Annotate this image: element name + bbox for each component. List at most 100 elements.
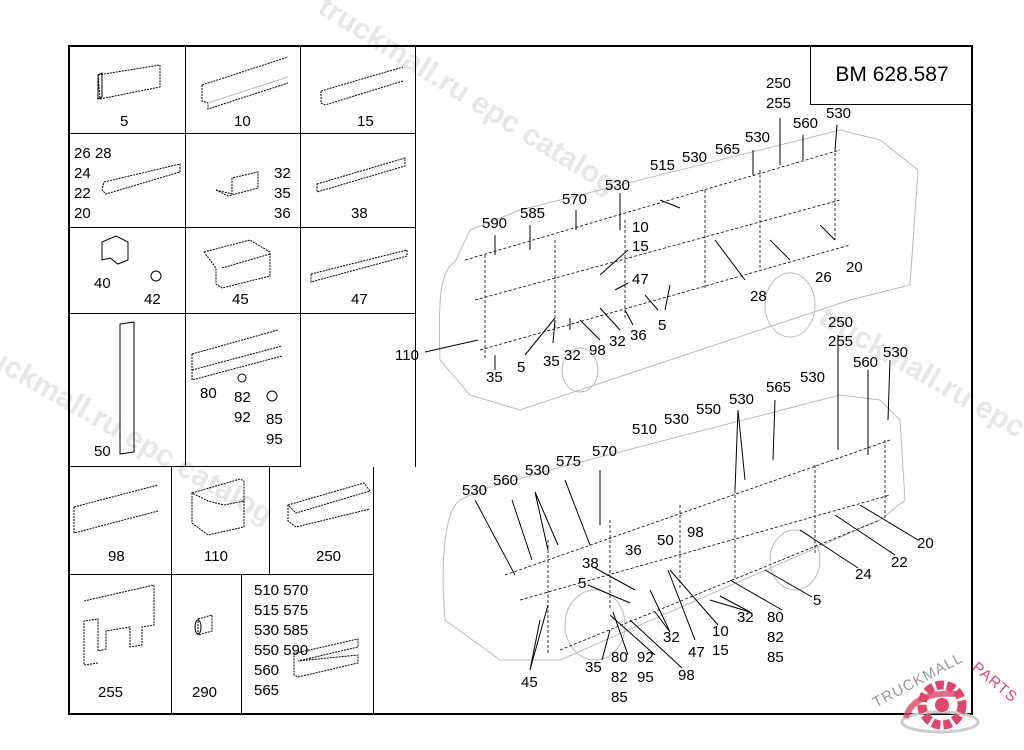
callout[interactable]: 32 [663,629,680,646]
callout[interactable]: 95 [637,669,654,686]
callout[interactable]: 98 [678,667,695,684]
callout[interactable]: 5 [813,592,822,609]
part-cell-40-42[interactable]: 40 42 [70,228,186,314]
callout[interactable]: 80 [767,609,784,626]
callout[interactable]: 5 [578,575,587,592]
callout[interactable]: 35 [543,353,560,370]
callout[interactable]: 250 [766,75,792,92]
callout[interactable]: 530 [525,462,551,479]
callout[interactable]: 530 [826,105,852,122]
callout[interactable]: 32 [737,609,754,626]
callout[interactable]: 24 [855,566,872,583]
callout[interactable]: 530 [605,177,631,194]
callout[interactable]: 80 [611,649,628,666]
part-drawing-15 [320,66,404,106]
part-cell-45[interactable]: 45 [186,228,301,314]
callout[interactable]: 82 [611,669,628,686]
callout[interactable]: 38 [582,555,599,572]
part-label: 10 [234,113,251,130]
part-label: 15 [357,113,374,130]
part-cell-80-95[interactable]: 80 82 92 85 95 [186,314,301,467]
callout[interactable]: 5 [517,359,526,376]
callout[interactable]: 565 [766,379,792,396]
gear-logo-icon [900,680,980,734]
callout[interactable]: 47 [632,271,649,288]
part-cell-290[interactable]: 290 [172,575,242,715]
callout[interactable]: 565 [715,141,741,158]
callout[interactable]: 36 [625,542,642,559]
callout[interactable]: 530 [745,129,771,146]
callout[interactable]: 35 [585,659,602,676]
part-cell-50[interactable]: 50 [70,314,186,467]
callout[interactable]: 28 [750,288,767,305]
grid-divider [415,47,416,467]
part-cell-110[interactable]: 110 [172,467,270,575]
callout[interactable]: 110 [395,347,419,364]
part-label: 560 [254,662,280,679]
part-drawing-250 [287,482,371,528]
part-cell-250[interactable]: 250 [270,467,374,575]
callout[interactable]: 515 [650,157,676,174]
part-label: 95 [266,431,283,448]
callout[interactable]: 530 [883,344,909,361]
part-cell-10[interactable]: 10 [186,47,301,134]
callout[interactable]: 530 [800,369,826,386]
callout[interactable]: 98 [687,524,704,541]
part-drawing-10 [201,56,289,110]
part-label: 36 [274,205,291,222]
callout[interactable]: 32 [564,347,581,364]
callout[interactable]: 26 [815,269,832,286]
callout[interactable]: 15 [712,642,729,659]
part-cell-32-36[interactable]: 32 35 36 [186,134,301,228]
part-label: 290 [192,684,218,701]
callout[interactable]: 5 [658,317,667,334]
truckmall-parts-logo: TRUCKMALL PARTS [860,650,1021,750]
part-drawing-38 [316,157,406,193]
part-cell-5[interactable]: 5 [70,47,186,134]
callout[interactable]: 10 [632,219,649,236]
callout[interactable]: 560 [793,115,819,132]
callout[interactable]: 92 [637,649,654,666]
part-label: 110 [204,548,228,565]
callout[interactable]: 575 [556,453,582,470]
callout[interactable]: 560 [493,472,519,489]
callout[interactable]: 585 [520,205,546,222]
callout[interactable]: 85 [767,649,784,666]
callout[interactable]: 590 [482,215,508,232]
callout[interactable]: 570 [562,191,588,208]
callout[interactable]: 47 [688,644,705,661]
callout[interactable]: 530 [462,482,488,499]
callout[interactable]: 36 [630,327,647,344]
callout[interactable]: 10 [712,623,729,640]
callout[interactable]: 22 [891,554,908,571]
part-cell-20-28[interactable]: 26 28 24 22 20 [70,134,186,228]
callout[interactable]: 20 [846,259,863,276]
callout[interactable]: 82 [767,629,784,646]
callout[interactable]: 35 [486,369,503,386]
callout[interactable]: 250 [828,314,854,331]
part-label: 515 575 [254,602,309,619]
callout[interactable]: 530 [729,391,755,408]
callout[interactable]: 530 [664,411,690,428]
part-cell-510-590[interactable]: 510 570 515 575 530 585 550 590 560 565 [242,575,374,715]
part-cell-255[interactable]: 255 [70,575,172,715]
callout[interactable]: 98 [589,342,606,359]
callout[interactable]: 32 [609,333,626,350]
callout[interactable]: 85 [611,689,628,706]
callout[interactable]: 255 [766,95,792,112]
callout[interactable]: 530 [682,149,708,166]
callout[interactable]: 550 [696,401,722,418]
callout[interactable]: 255 [828,333,854,350]
callout[interactable]: 50 [657,532,674,549]
callout[interactable]: 15 [632,238,649,255]
part-cell-98[interactable]: 98 [70,467,172,575]
callout[interactable]: 570 [592,443,618,460]
callout[interactable]: 20 [917,535,934,552]
callout[interactable]: 510 [632,421,658,438]
part-drawing-110 [191,478,245,536]
part-label: 82 [234,389,251,406]
callout[interactable]: 45 [521,674,538,691]
callout[interactable]: 560 [853,354,879,371]
